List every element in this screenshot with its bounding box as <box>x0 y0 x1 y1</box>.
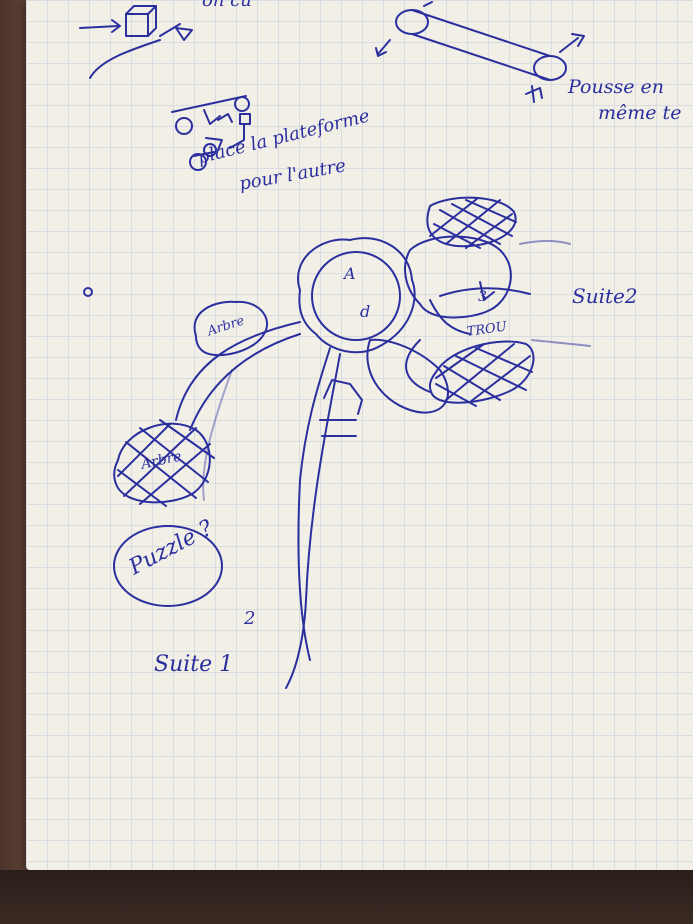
cube-doodle <box>79 5 193 79</box>
tree-top-hatched <box>426 196 517 249</box>
hole-hatched <box>428 340 535 407</box>
note-pousse-line2: même te <box>598 102 682 124</box>
note-suite1: Suite 1 <box>154 652 234 677</box>
puzzle-ellipse <box>113 525 223 607</box>
note-pousse-line1: Pousse en <box>568 76 664 98</box>
note-suite1-superscript: 2 <box>244 608 256 629</box>
connecting-paths <box>175 240 591 689</box>
note-top-cut: on cu <box>202 0 252 11</box>
island-cluster <box>297 235 531 414</box>
table-shadow <box>0 870 693 924</box>
label-letter-d: d <box>360 302 371 321</box>
label-letter-a: A <box>344 264 356 283</box>
platform-doodle <box>171 95 251 171</box>
dot-mark <box>83 287 93 297</box>
conveyor-doodle <box>375 1 585 103</box>
arbre-hatched-bottom <box>113 419 215 507</box>
note-suite2: Suite2 <box>572 284 638 308</box>
label-number-3: 3 <box>478 289 487 305</box>
arbre-bush-top <box>193 300 269 357</box>
